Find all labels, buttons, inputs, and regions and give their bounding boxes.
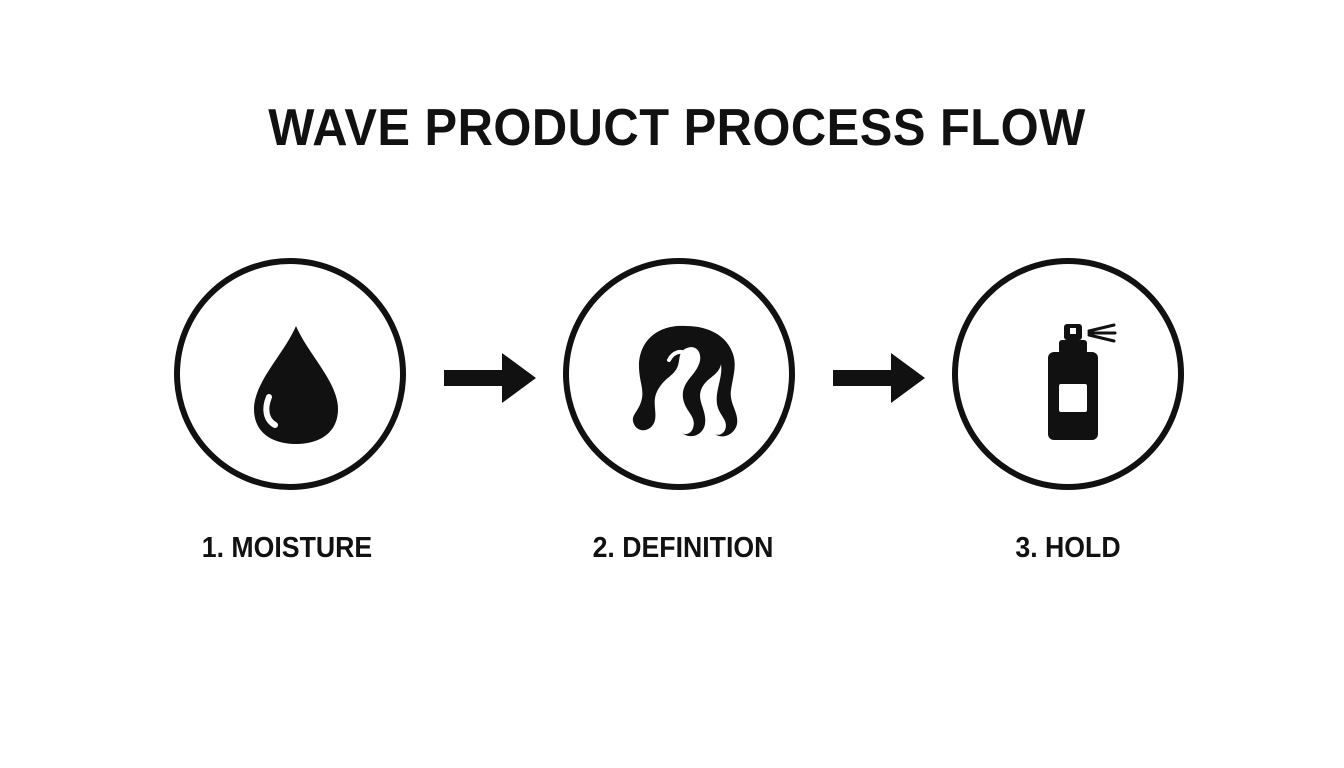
step-2-circle xyxy=(563,258,795,490)
arrow-right-icon xyxy=(833,353,925,403)
arrow-right-icon xyxy=(444,353,536,403)
diagram-title: WAVE PRODUCT PROCESS FLOW xyxy=(268,99,1086,157)
step-1-circle xyxy=(174,258,406,490)
step-3-circle xyxy=(952,258,1184,490)
step-2-label: 2. DEFINITION xyxy=(592,532,774,564)
step-1-label: 1. MOISTURE xyxy=(201,532,373,564)
step-3-label: 3. HOLD xyxy=(1015,532,1121,564)
water-drop-icon xyxy=(254,326,338,444)
wavy-hair-icon xyxy=(632,325,738,437)
spray-bottle-icon xyxy=(1048,323,1117,440)
